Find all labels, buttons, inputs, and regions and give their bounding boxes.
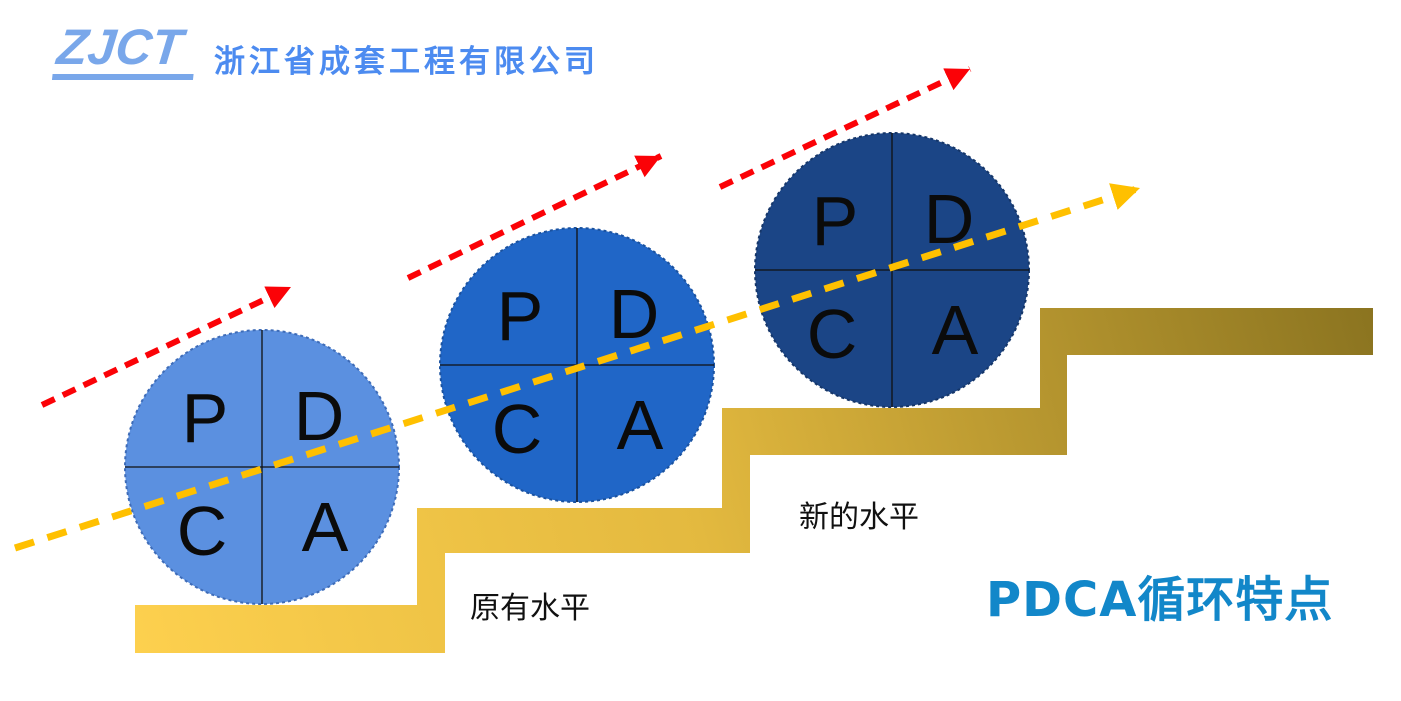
quadrant-act: A [617,386,664,464]
quadrant-plan: P [497,277,544,355]
label-original-level: 原有水平 [470,592,590,625]
quadrant-do: D [294,377,345,455]
logo-abbr: ZJCT [51,19,200,80]
pdca-circle-1: P D C A [124,329,400,605]
page-title: PDCA循环特点 [986,572,1334,628]
quadrant-plan: P [812,182,859,260]
red-arrow-2 [406,153,663,281]
staircase-steps [135,308,1373,653]
logo-company-name: 浙江省成套工程有限公司 [214,44,599,80]
label-new-level: 新的水平 [799,501,919,534]
quadrant-check: C [807,295,858,373]
quadrant-plan: P [182,379,229,457]
yellow-trend-arrow [13,183,1142,552]
quadrant-check: C [177,492,228,570]
quadrant-do: D [609,275,660,353]
red-arrow-3 [718,66,972,190]
company-logo: ZJCT 浙江省成套工程有限公司 [51,19,599,81]
quadrant-check: C [492,390,543,468]
quadrant-act: A [302,488,349,566]
quadrant-act: A [932,291,979,369]
